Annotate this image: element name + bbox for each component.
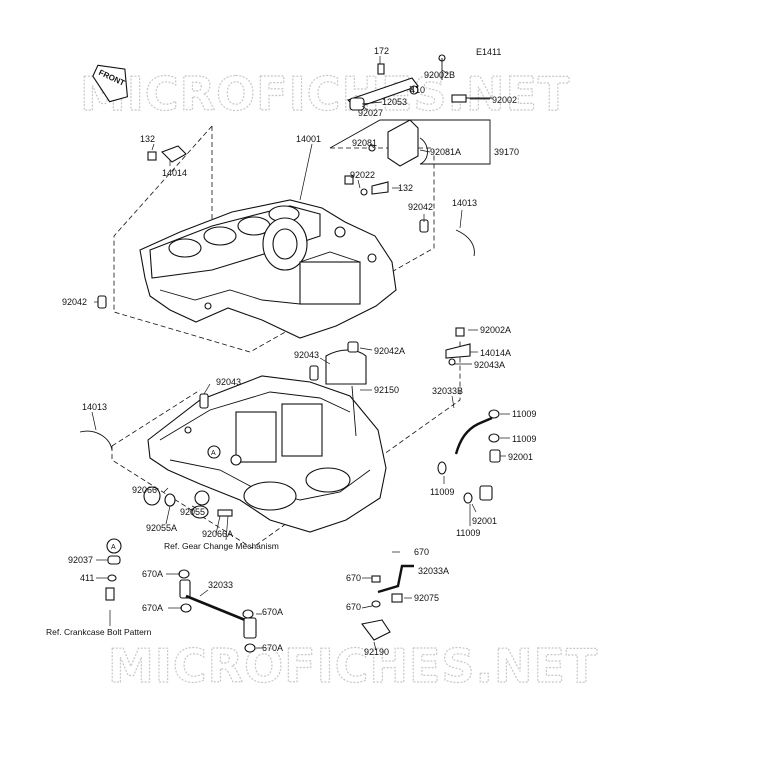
part-label-11009-4: 11009 <box>456 528 480 538</box>
part-label-39170: 39170 <box>494 147 519 157</box>
part-label-92002B: 92002B <box>424 70 455 80</box>
part-labels: 172 92002B 410 12053 92027 92002 92081 9… <box>62 46 536 657</box>
leader-lines <box>91 56 510 651</box>
diagram-code: E1411 <box>476 47 501 57</box>
front-arrow-icon: FRONT <box>92 64 128 103</box>
part-label-92066: 92066 <box>132 485 157 495</box>
oil-pipe-32033B <box>437 409 501 504</box>
part-label-14013-right: 14013 <box>452 198 477 208</box>
part-label-11009-3: 11009 <box>430 487 454 497</box>
oil-pipe-32033 <box>178 569 257 653</box>
part-label-92055A: 92055A <box>146 523 177 533</box>
watermark-bottom: MICROFICHES.NET <box>108 639 598 693</box>
oil-pipe-32033A <box>361 564 414 641</box>
part-label-172: 172 <box>374 46 389 56</box>
part-label-32033: 32033 <box>208 580 233 590</box>
part-label-670A-2: 670A <box>142 603 163 613</box>
part-label-670-low: 670 <box>346 602 361 612</box>
part-label-14014A: 14014A <box>480 348 511 358</box>
part-label-92042A: 92042A <box>374 346 405 356</box>
part-label-11009-2: 11009 <box>512 434 536 444</box>
lower-crankcase: A <box>147 375 387 533</box>
part-label-92027: 92027 <box>358 108 383 118</box>
part-label-14013-left: 14013 <box>82 402 107 412</box>
part-label-14014: 14014 <box>162 168 187 178</box>
part-label-670-top: 670 <box>414 547 429 557</box>
breather-bracket <box>344 54 492 196</box>
part-label-670-mid: 670 <box>346 573 361 583</box>
part-label-132-mid: 132 <box>398 183 413 193</box>
part-label-32033A: 32033A <box>418 566 449 576</box>
part-label-92002: 92002 <box>492 95 517 105</box>
part-label-92043A: 92043A <box>474 360 505 370</box>
breather-frame <box>329 119 491 165</box>
small-parts <box>79 145 475 451</box>
part-label-92055: 92055 <box>180 507 205 517</box>
svg-text:A: A <box>111 544 116 551</box>
part-label-92043-mid: 92043 <box>294 350 319 360</box>
ref-crankcase-bolt-pattern: Ref. Crankcase Bolt Pattern <box>46 627 152 637</box>
part-label-670A-1: 670A <box>142 569 163 579</box>
part-label-92066A: 92066A <box>202 529 233 539</box>
part-label-32033B: 32033B <box>432 386 463 396</box>
part-label-92037: 92037 <box>68 555 93 565</box>
part-label-92075: 92075 <box>414 593 439 603</box>
part-label-14001: 14001 <box>296 134 321 144</box>
part-label-92150: 92150 <box>374 385 399 395</box>
part-label-670A-4: 670A <box>262 643 283 653</box>
upper-crankcase <box>139 199 397 339</box>
part-label-92042-left: 92042 <box>62 297 87 307</box>
part-label-92081A: 92081A <box>430 147 461 157</box>
svg-text:A: A <box>211 450 216 457</box>
part-label-92002A: 92002A <box>480 325 511 335</box>
part-label-410: 410 <box>410 85 425 95</box>
part-label-92042-right: 92042 <box>408 202 433 212</box>
upper-crankcase-frame <box>113 125 435 353</box>
part-label-12053: 12053 <box>382 97 407 107</box>
part-label-92081: 92081 <box>352 138 377 148</box>
part-label-411: 411 <box>80 573 94 583</box>
lower-crankcase-frame <box>111 340 461 549</box>
part-label-92043-left: 92043 <box>216 377 241 387</box>
part-label-92001-top: 92001 <box>508 452 533 462</box>
part-label-92022: 92022 <box>350 170 375 180</box>
part-label-92001-bottom: 92001 <box>472 516 497 526</box>
part-label-132-top: 132 <box>140 134 155 144</box>
part-label-670A-3: 670A <box>262 607 283 617</box>
part-label-92190: 92190 <box>364 647 389 657</box>
watermark-top: MICROFICHES.NET <box>80 67 570 121</box>
ref-gear-change-mechanism: Ref. Gear Change Mechanism <box>164 541 279 551</box>
part-label-11009-1: 11009 <box>512 409 536 419</box>
